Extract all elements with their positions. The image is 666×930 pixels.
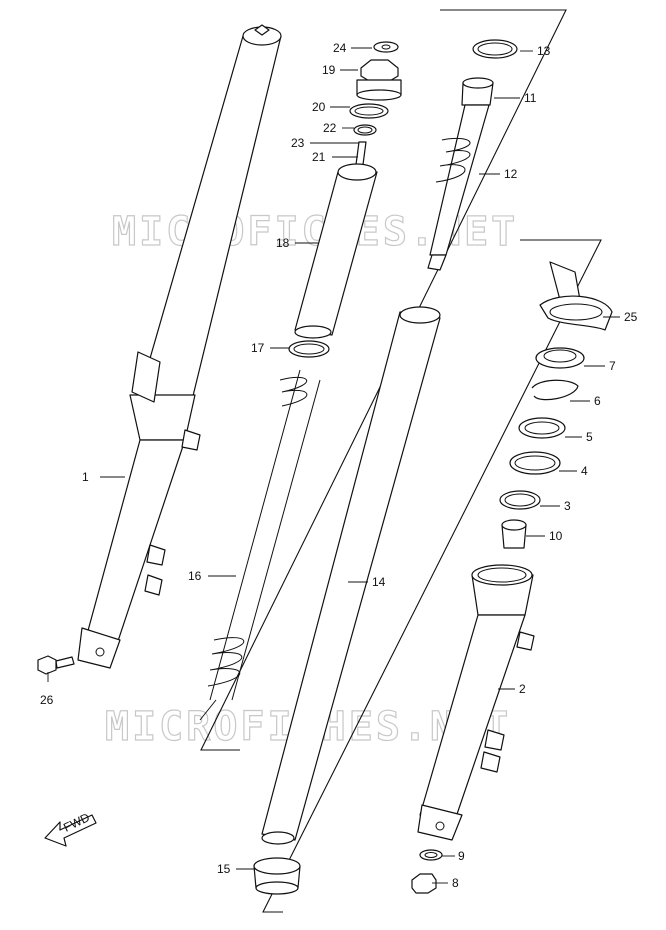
part-6-circlip[interactable] — [531, 379, 579, 401]
part-10-oil-lock[interactable] — [501, 519, 527, 549]
callout-1: 1 — [82, 470, 89, 484]
callout-14: 14 — [372, 575, 386, 589]
callout-5: 5 — [586, 430, 593, 444]
callout-3: 3 — [564, 499, 571, 513]
part-15-bushing[interactable] — [253, 857, 301, 895]
callout-22: 22 — [323, 121, 337, 135]
part-24-washer[interactable] — [373, 41, 399, 53]
part-18-damper-cylinder[interactable] — [294, 163, 378, 339]
part-17-ring[interactable] — [288, 340, 330, 358]
part-19-cap-bolt[interactable] — [356, 59, 402, 101]
callout-7: 7 — [609, 359, 616, 373]
callout-13: 13 — [537, 44, 551, 58]
callout-16: 16 — [188, 569, 202, 583]
callout-9: 9 — [458, 849, 465, 863]
callout-4: 4 — [581, 464, 588, 478]
callout-19: 19 — [322, 63, 336, 77]
part-3-bushing[interactable] — [499, 490, 541, 510]
part-16-fork-spring[interactable] — [199, 369, 321, 721]
part-11-spring-seat[interactable] — [461, 77, 494, 106]
part-5-washer[interactable] — [518, 417, 566, 439]
leader-lines — [47, 47, 620, 884]
part-20-o-ring[interactable] — [349, 103, 389, 119]
callout-10: 10 — [549, 529, 563, 543]
callout-15: 15 — [217, 862, 231, 876]
part-14-inner-tube[interactable] — [261, 306, 441, 845]
part-26-bolt[interactable] — [37, 655, 75, 675]
callout-18: 18 — [276, 236, 290, 250]
callout-20: 20 — [312, 100, 326, 114]
part-2-outer-tube[interactable] — [417, 564, 535, 841]
callout-23: 23 — [291, 136, 305, 150]
fwd-arrow-icon: FWD — [44, 810, 97, 847]
part-9-gasket[interactable] — [419, 849, 443, 861]
frame-lower — [262, 239, 602, 913]
callout-26: 26 — [40, 693, 54, 707]
part-8-drain-bolt[interactable] — [411, 873, 437, 894]
part-7-oil-seal[interactable] — [535, 347, 585, 369]
callout-11: 11 — [524, 91, 537, 105]
part-4-bushing[interactable] — [509, 451, 561, 475]
callout-21: 21 — [312, 150, 326, 164]
part-13-o-ring[interactable] — [472, 39, 518, 59]
callout-8: 8 — [452, 876, 459, 890]
part-12-spacer[interactable] — [427, 104, 490, 271]
callout-12: 12 — [504, 167, 518, 181]
part-25-dust-seal[interactable] — [539, 261, 613, 331]
callout-numbers: 1 26 24 19 20 22 23 21 18 17 16 14 15 13… — [40, 41, 638, 890]
part-1-outer-tube[interactable] — [77, 24, 282, 669]
callout-17: 17 — [251, 341, 265, 355]
callout-6: 6 — [594, 394, 601, 408]
part-22-ring[interactable] — [353, 124, 377, 136]
callout-2: 2 — [519, 682, 526, 696]
callout-24: 24 — [333, 41, 347, 55]
callout-25: 25 — [624, 310, 638, 324]
